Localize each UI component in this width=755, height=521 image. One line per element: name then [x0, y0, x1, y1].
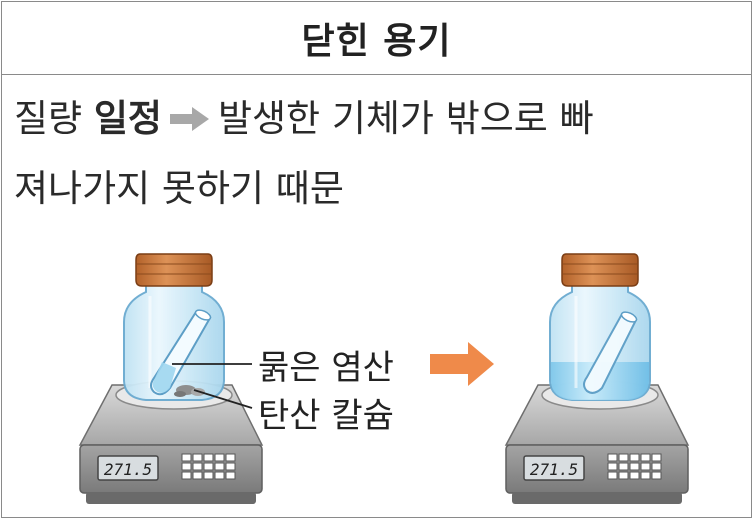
display-right — [523, 455, 585, 481]
display-left — [97, 455, 159, 481]
jar-left — [123, 253, 225, 401]
gray-arrow-icon — [169, 106, 209, 131]
scale-right — [504, 380, 690, 504]
keypad-right — [607, 453, 662, 480]
readout-right: 271.5 — [530, 460, 578, 479]
carbonate-leader-line — [193, 389, 253, 409]
carbonate-label: 탄산 칼슘 — [258, 396, 394, 436]
jar-right — [549, 253, 651, 401]
test-tube-right — [583, 311, 638, 394]
title-bar: 닫힌 용기 — [1, 1, 752, 75]
statement-keyword: 일정 — [93, 97, 162, 140]
experiment-illustration: 271.5 271.5 — [78, 253, 690, 504]
test-tube-left — [150, 309, 212, 396]
statement-prefix: 질량 — [14, 97, 94, 140]
lid-left — [135, 253, 213, 287]
statement-line-2: 져나가지 못하기 때문 — [14, 158, 344, 212]
readout-left: 271.5 — [104, 460, 152, 479]
keypad-left — [181, 453, 236, 480]
acid-label: 묽은 염산 — [258, 348, 394, 388]
orange-arrow-icon — [430, 342, 494, 386]
lid-right — [561, 253, 639, 287]
title: 닫힌 용기 — [301, 21, 452, 62]
statement-reason-part2: 져나가지 못하기 때문 — [14, 167, 344, 210]
statement-reason-part1: 발생한 기체가 밖으로 빠 — [217, 97, 594, 140]
statement-line-1: 질량 일정 발생한 기체가 밖으로 빠 — [14, 88, 594, 142]
